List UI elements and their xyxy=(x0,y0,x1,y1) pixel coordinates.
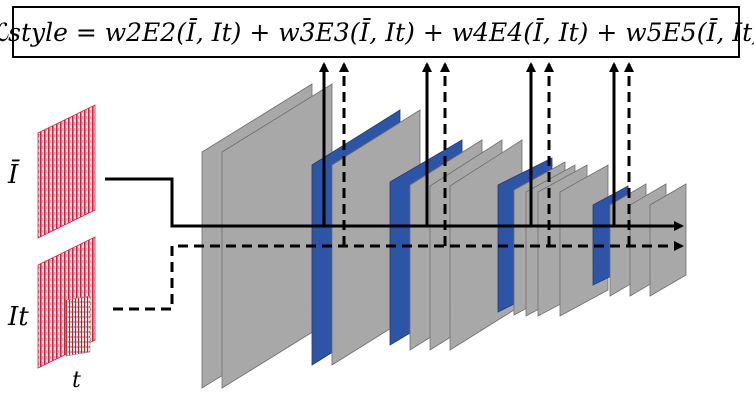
conv-layer xyxy=(649,183,687,297)
style-loss-formula-box: ℒstyle = w2E2(Ī, It) + w3E3(Ī, It) + w4E… xyxy=(0,6,754,58)
style-loss-formula: ℒstyle = w2E2(Ī, It) + w3E3(Ī, It) + w4E… xyxy=(0,17,754,47)
mean-image-path xyxy=(105,62,684,231)
target-image-label: It xyxy=(8,302,29,332)
mean-image-thumbnail xyxy=(37,104,96,239)
target-patch xyxy=(65,295,91,357)
target-image-thumbnail xyxy=(37,236,96,369)
mean-image-label: Ī xyxy=(8,160,19,190)
patch-label: t xyxy=(72,368,81,393)
target-image-path xyxy=(113,62,684,311)
